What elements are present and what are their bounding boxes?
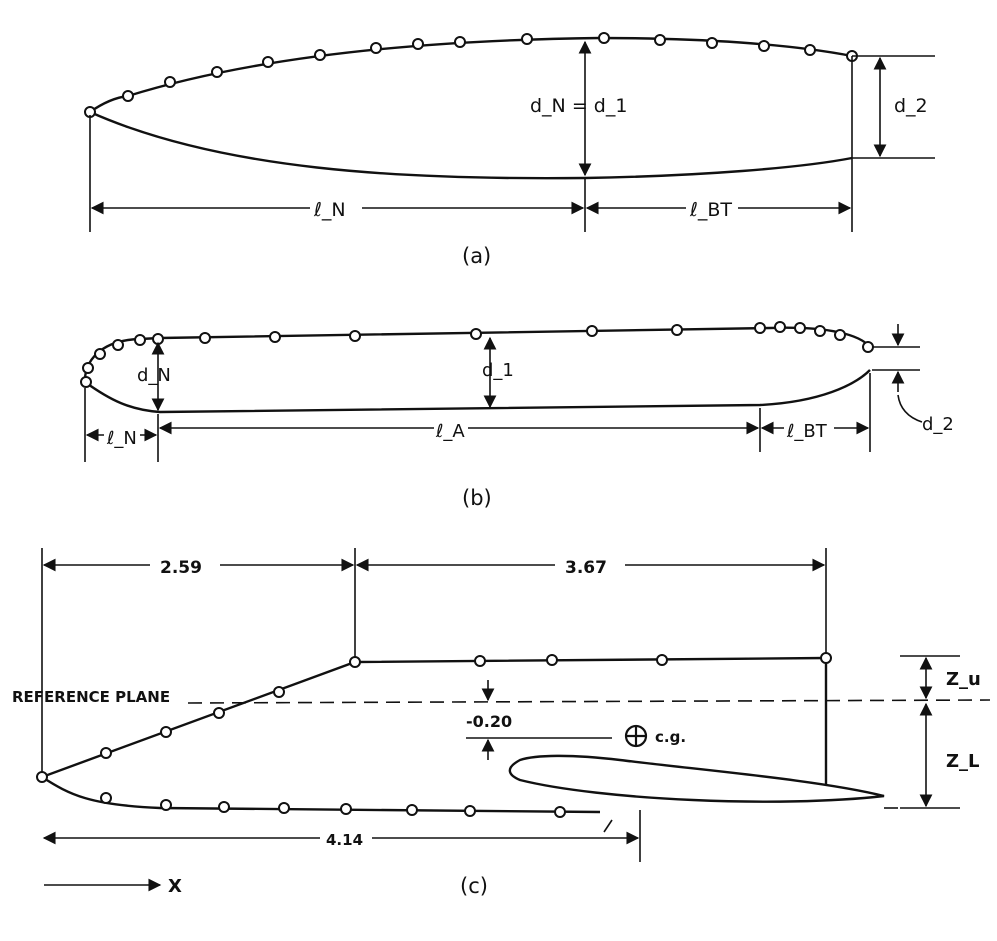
zu-label: Z_u xyxy=(946,669,981,690)
cg-label: c.g. xyxy=(655,728,686,746)
body-lower-contour-b xyxy=(84,369,871,414)
dim-bottom-label: 4.14 xyxy=(326,831,363,849)
ln-label-b: ℓ_N xyxy=(106,428,137,449)
caption-b: (b) xyxy=(462,486,492,510)
body-upper-contour-a xyxy=(89,36,853,113)
panel-a: d_N = d_1 d_2 ℓ_N ℓ_BT (a) xyxy=(84,32,935,268)
body-lower-contour-a xyxy=(89,110,853,180)
body-upper-contour-b xyxy=(83,326,871,383)
d1-label-b: d_1 xyxy=(482,360,514,381)
dn-eq-d1-label: d_N = d_1 xyxy=(530,95,627,117)
dim-right-label: 3.67 xyxy=(565,558,607,578)
contour-points-a xyxy=(84,32,858,118)
reference-plane-line xyxy=(187,699,991,704)
d2-label-a: d_2 xyxy=(894,95,928,117)
vehicle-outline xyxy=(39,656,827,814)
d2-label-b: d_2 xyxy=(922,414,954,435)
contour-points-b xyxy=(80,321,874,388)
la-label-b: ℓ_A xyxy=(435,421,465,442)
panel-b: d_N d_1 d_2 ℓ_N ℓ_A ℓ_BT (b) xyxy=(80,321,954,510)
caption-a: (a) xyxy=(462,244,491,268)
panel-c: 2.59 3.67 REFE xyxy=(12,548,991,898)
zl-label: Z_L xyxy=(946,751,980,772)
cg-symbol xyxy=(624,724,648,748)
dim-left-label: 2.59 xyxy=(160,558,202,578)
reference-plane-label: REFERENCE PLANE xyxy=(12,688,170,706)
caption-c: (c) xyxy=(460,874,488,898)
x-axis-label: X xyxy=(168,876,182,897)
lbt-label-a: ℓ_BT xyxy=(689,199,732,221)
contour-points-c xyxy=(36,652,832,818)
tail-surface xyxy=(508,754,885,803)
dn-label-b: d_N xyxy=(137,365,171,386)
offset-label: -0.20 xyxy=(466,712,512,731)
lbt-label-b: ℓ_BT xyxy=(786,421,828,442)
ln-label-a: ℓ_N xyxy=(313,199,346,221)
